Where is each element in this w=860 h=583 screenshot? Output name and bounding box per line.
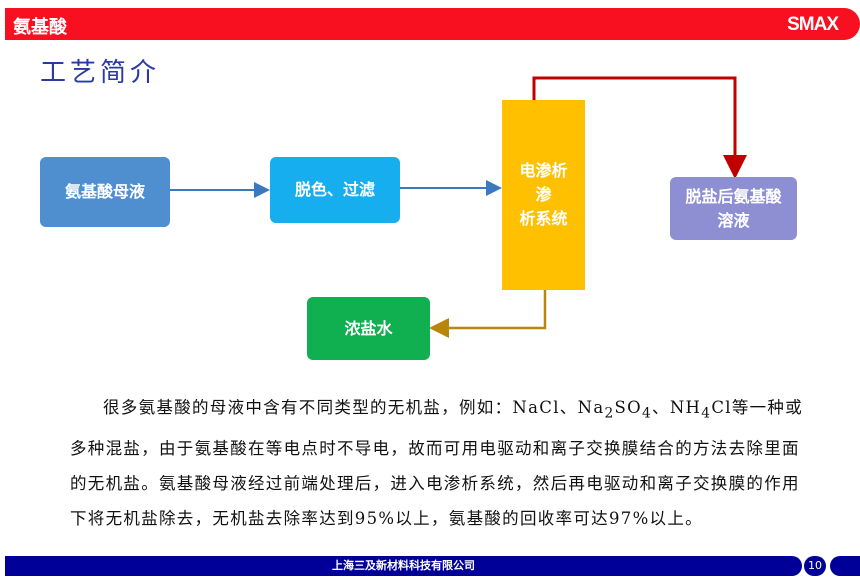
page-number: 10 bbox=[804, 556, 826, 576]
header-bar: 氨基酸 SMAX bbox=[5, 8, 860, 40]
box-label: 浓盐水 bbox=[344, 318, 393, 338]
footer-company: 上海三及新材料科技有限公司 bbox=[5, 556, 802, 576]
box-label: 脱盐后氨基酸溶液 bbox=[685, 186, 782, 230]
arrow-to-desalted bbox=[532, 76, 747, 179]
desalted-solution-box: 脱盐后氨基酸溶液 bbox=[670, 177, 797, 240]
box-label: 析系统 bbox=[519, 209, 568, 228]
mother-liquor-box: 氨基酸母液 bbox=[40, 157, 170, 227]
header-title: 氨基酸 bbox=[13, 17, 67, 38]
electrodialysis-box: 电渗析 渗 析系统 bbox=[502, 100, 585, 290]
box-label: 电渗析 bbox=[519, 161, 568, 180]
arrow-to-brine bbox=[429, 290, 547, 338]
description-paragraph: 很多氨基酸的母液中含有不同类型的无机盐，例如：NaCl、Na2SO4、NH4Cl… bbox=[70, 398, 804, 529]
box-label: 氨基酸母液 bbox=[64, 182, 145, 201]
footer-tab bbox=[830, 556, 860, 576]
smax-logo: SMAX bbox=[787, 14, 839, 35]
brine-box: 浓盐水 bbox=[307, 297, 430, 360]
decolor-filter-box: 脱色、过滤 bbox=[270, 157, 400, 223]
box-label: 脱色、过滤 bbox=[294, 180, 375, 199]
page-title: 工艺简介 bbox=[40, 58, 161, 88]
box-label: 渗 bbox=[535, 185, 552, 204]
